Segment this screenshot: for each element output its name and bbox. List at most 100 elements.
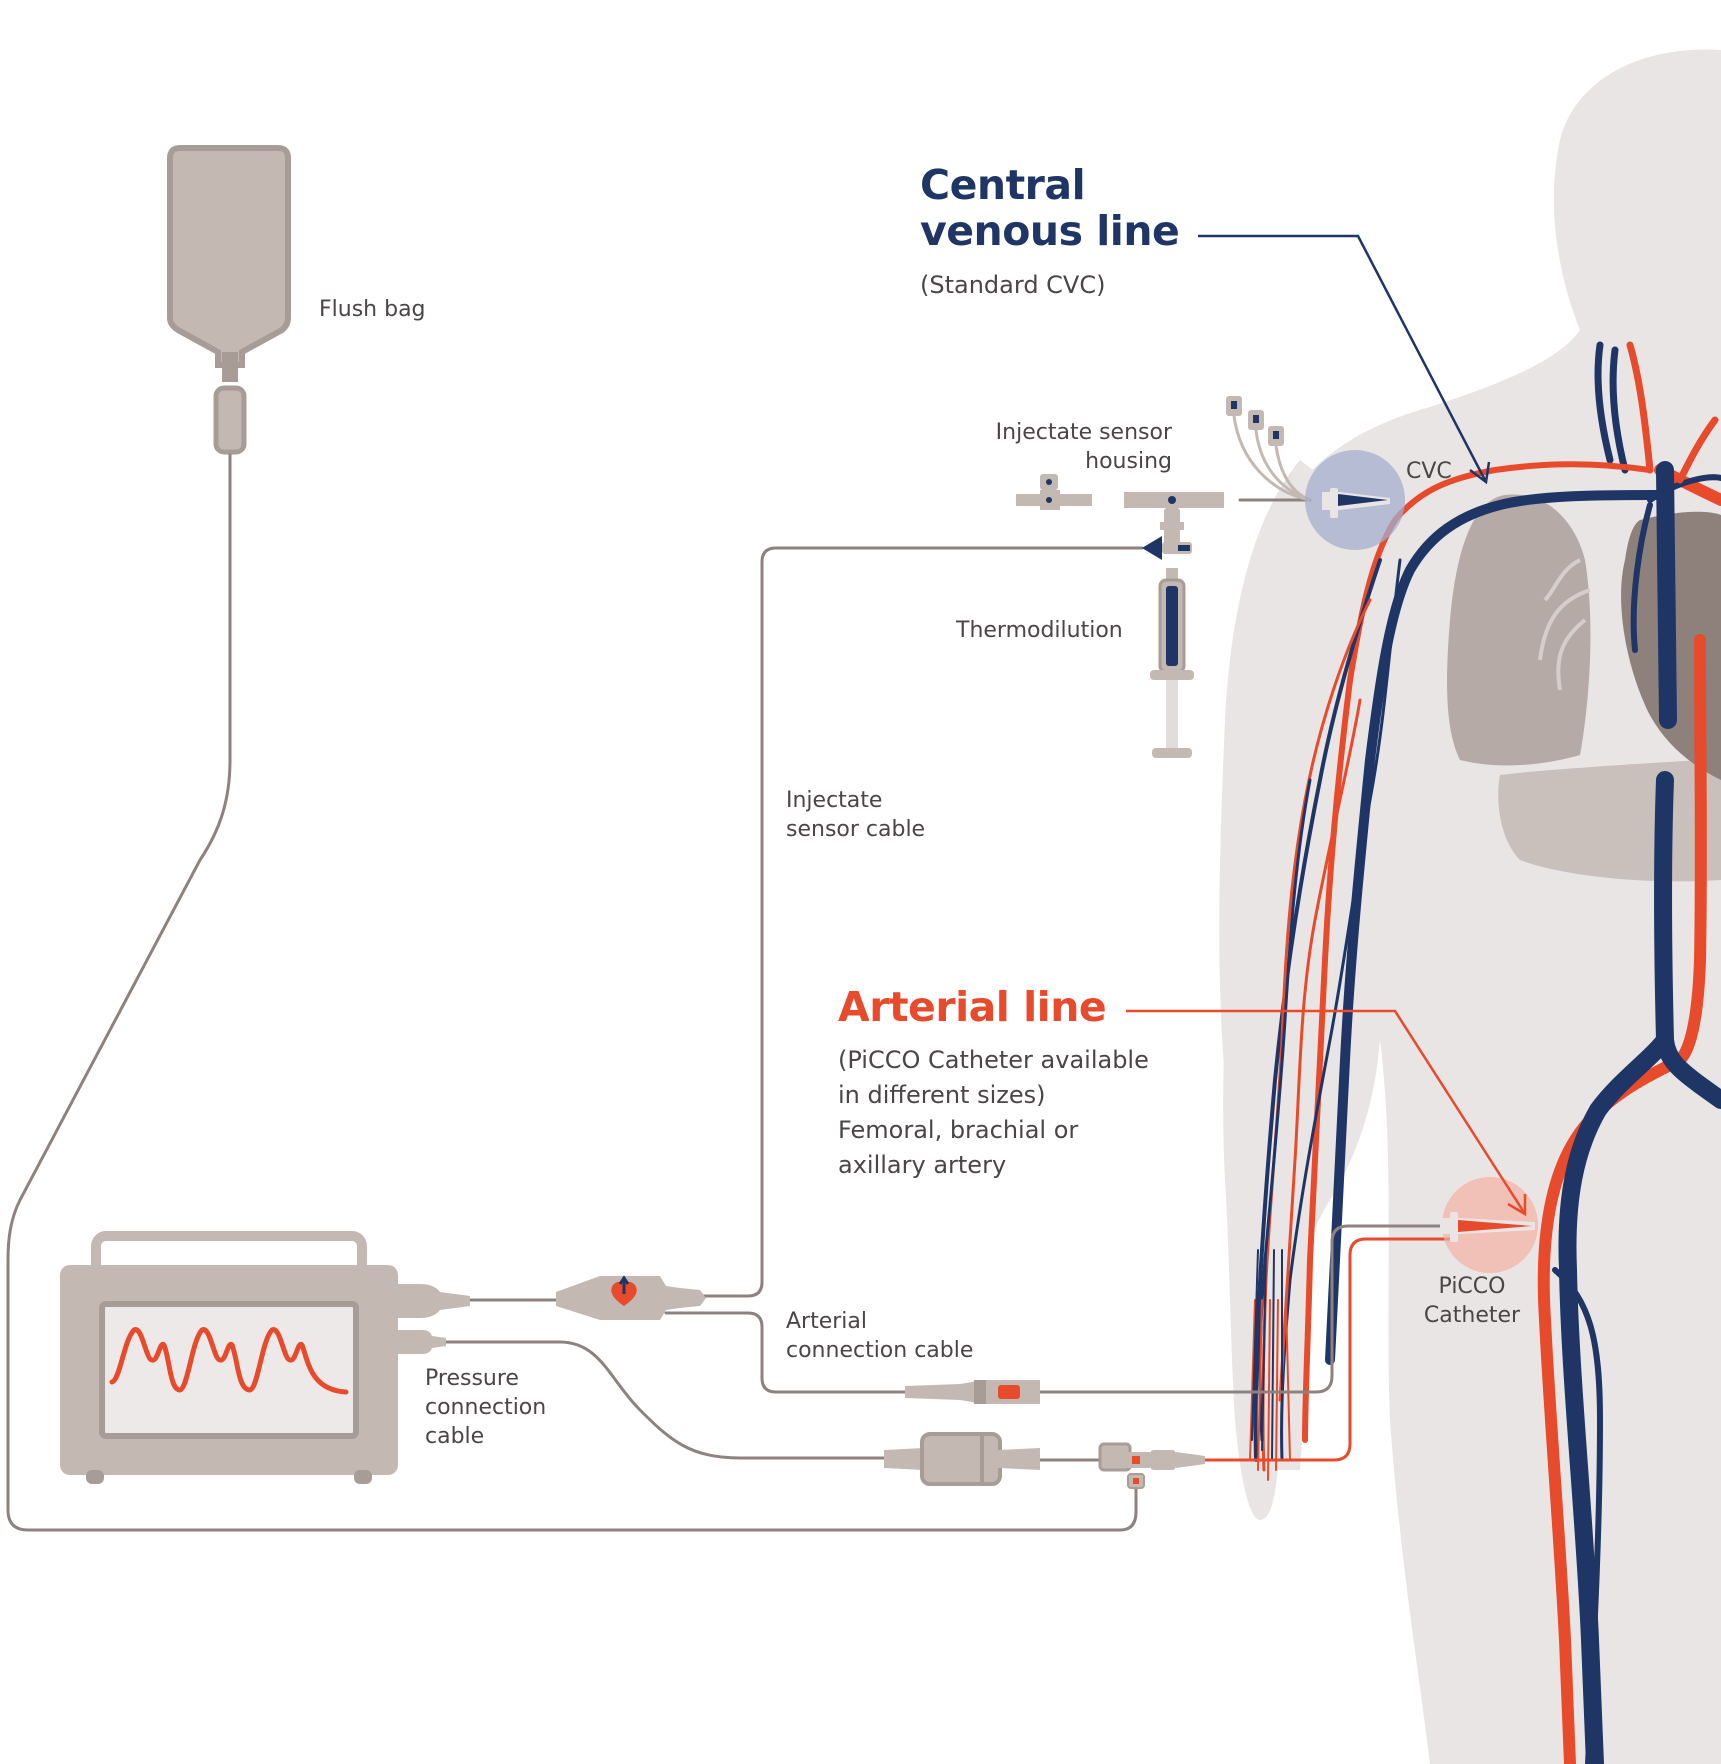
splitter-arrow-icon	[618, 1275, 630, 1294]
pressure-transducer	[884, 1432, 1040, 1486]
subclavian-artery	[1302, 461, 1653, 1443]
pressure-cable-label-line2: connection	[425, 1395, 547, 1420]
picco-catheter-label-line1: PiCCO	[1438, 1274, 1506, 1299]
arterial-desc-line1: (PiCCO Catheter available	[838, 1046, 1149, 1074]
subclavian-vein	[1325, 490, 1665, 1365]
stopcock-tip	[1176, 1452, 1205, 1468]
pressure-waveform	[109, 1327, 349, 1395]
housing-left-tube	[1016, 490, 1092, 510]
injectate-housing-label: Injectate sensor housing	[960, 418, 1172, 476]
central-venous-subtitle: (Standard CVC)	[920, 271, 1106, 299]
monitor-port-upper	[398, 1284, 470, 1318]
neck-vessel-red	[1626, 341, 1719, 484]
picco-catheter-hub	[1450, 1212, 1458, 1242]
arterial-connector-ring	[974, 1380, 986, 1404]
picco-monitor	[60, 1231, 470, 1484]
femoral-vessel-blue	[1552, 1267, 1603, 1764]
arterial-desc-line4: axillary artery	[838, 1151, 1007, 1179]
syringe-plunger	[1166, 680, 1178, 748]
arterial-tube	[1203, 1237, 1452, 1462]
injectate-sensor-housing	[1016, 474, 1224, 560]
arterial-leader-arrowhead	[1507, 1194, 1527, 1217]
callout-lines	[1126, 234, 1527, 1217]
stopcock-body	[1098, 1442, 1132, 1472]
arterial-cable-label-line1: Arterial	[786, 1309, 868, 1334]
flush-bag-drip-chamber	[213, 385, 247, 455]
pressure-connection-cable	[438, 1340, 892, 1460]
arterial-connection-cable	[664, 1311, 907, 1394]
syringe-plunger-end	[1152, 748, 1192, 758]
arm-vessel-4	[1278, 698, 1362, 1402]
cvc-lumen-3-dot	[1273, 431, 1279, 439]
picco-catheter-site	[1440, 1177, 1538, 1273]
transducer-body	[920, 1432, 1002, 1486]
thermodilution-label: Thermodilution	[956, 618, 1123, 643]
stopcock-flush-red	[1133, 1478, 1139, 1484]
splitter-connector	[556, 1275, 706, 1320]
cvc-label: CVC	[1406, 459, 1452, 484]
arterial-cable-connector	[905, 1380, 1040, 1404]
cvc-lumen-1-dot	[1231, 401, 1237, 409]
pressure-cable-label-line1: Pressure	[425, 1366, 519, 1391]
vessels	[1249, 341, 1721, 1764]
picco-catheter-label-line2: Catheter	[1423, 1303, 1521, 1328]
cvc-catheter-tip	[1338, 494, 1388, 506]
syringe-flange	[1150, 670, 1194, 680]
injectate-housing-label-line1: Injectate sensor	[995, 420, 1172, 445]
arterial-cable-label: Arterial connection cable	[786, 1307, 973, 1365]
arterial-leader-line	[1126, 1009, 1527, 1215]
housing-main-dot	[1168, 496, 1176, 504]
housing-left-dot-a	[1046, 479, 1052, 485]
cvc-catheter-hub	[1330, 488, 1338, 518]
cables	[6, 453, 1442, 1532]
monitor-port-lower	[398, 1330, 446, 1354]
thermodilution-syringe	[1150, 568, 1194, 758]
transducer-left-stub	[884, 1448, 924, 1470]
injectate-cable-label-line1: Injectate	[786, 788, 883, 813]
arterial-desc-line3: Femoral, brachial or	[838, 1116, 1079, 1144]
housing-stem-band	[1160, 522, 1184, 530]
arterial-line-title: Arterial line	[838, 983, 1107, 1031]
picco-catheter-tip	[1458, 1220, 1532, 1232]
flush-bag	[167, 145, 291, 455]
arterial-line-description: (PiCCO Catheter available in different s…	[838, 1043, 1149, 1183]
central-venous-title-line2: venous line	[920, 207, 1180, 255]
stopcock-flush-device	[1098, 1442, 1205, 1489]
central-venous-title-line1: Central	[920, 161, 1086, 209]
cvc-lumen-2-dot	[1253, 415, 1259, 423]
injectate-cable-label-line2: sensor cable	[786, 817, 926, 842]
pressure-cable-label-line3: cable	[425, 1424, 485, 1449]
cvc-lumen-lines	[1232, 415, 1311, 502]
flush-bag-body	[167, 145, 291, 368]
arterial-cable-label-line2: connection cable	[786, 1338, 974, 1363]
flush-bag-label: Flush bag	[319, 297, 426, 322]
pressure-cable-label: Pressure connection cable	[425, 1364, 546, 1451]
cvc-insertion-site	[1305, 450, 1405, 550]
flush-bag-tube	[222, 352, 238, 382]
arterial-connection-cable-b	[1038, 1224, 1442, 1394]
injectate-cable-label: Injectate sensor cable	[786, 786, 925, 844]
lung-vessels	[1538, 558, 1591, 691]
injectate-sensor-cable	[630, 546, 1144, 1298]
vena-cava	[1558, 461, 1721, 1764]
monitor-foot-right	[354, 1470, 372, 1484]
stopcock-right	[1150, 1450, 1176, 1470]
syringe-fluid	[1166, 586, 1178, 666]
lower-organ	[1498, 760, 1721, 882]
housing-left-dot-b	[1046, 497, 1052, 503]
arterial-connector-red-band	[998, 1385, 1020, 1399]
stopcock-red-valve	[1132, 1456, 1140, 1464]
arterial-desc-line2: in different sizes)	[838, 1081, 1046, 1109]
flush-line	[6, 453, 1138, 1532]
cvc-leader-arrowhead	[1469, 461, 1491, 485]
housing-arrow-blue	[1178, 545, 1190, 551]
arm-vessel-1	[1253, 558, 1382, 1462]
housing-arrow	[1142, 536, 1162, 560]
injectate-housing-label-line2: housing	[1085, 449, 1172, 474]
hand-vessels-blue	[1251, 1249, 1283, 1461]
monitor-screen	[99, 1301, 359, 1439]
transducer-right-stub	[998, 1448, 1040, 1470]
hand-vessels	[1249, 1299, 1291, 1481]
